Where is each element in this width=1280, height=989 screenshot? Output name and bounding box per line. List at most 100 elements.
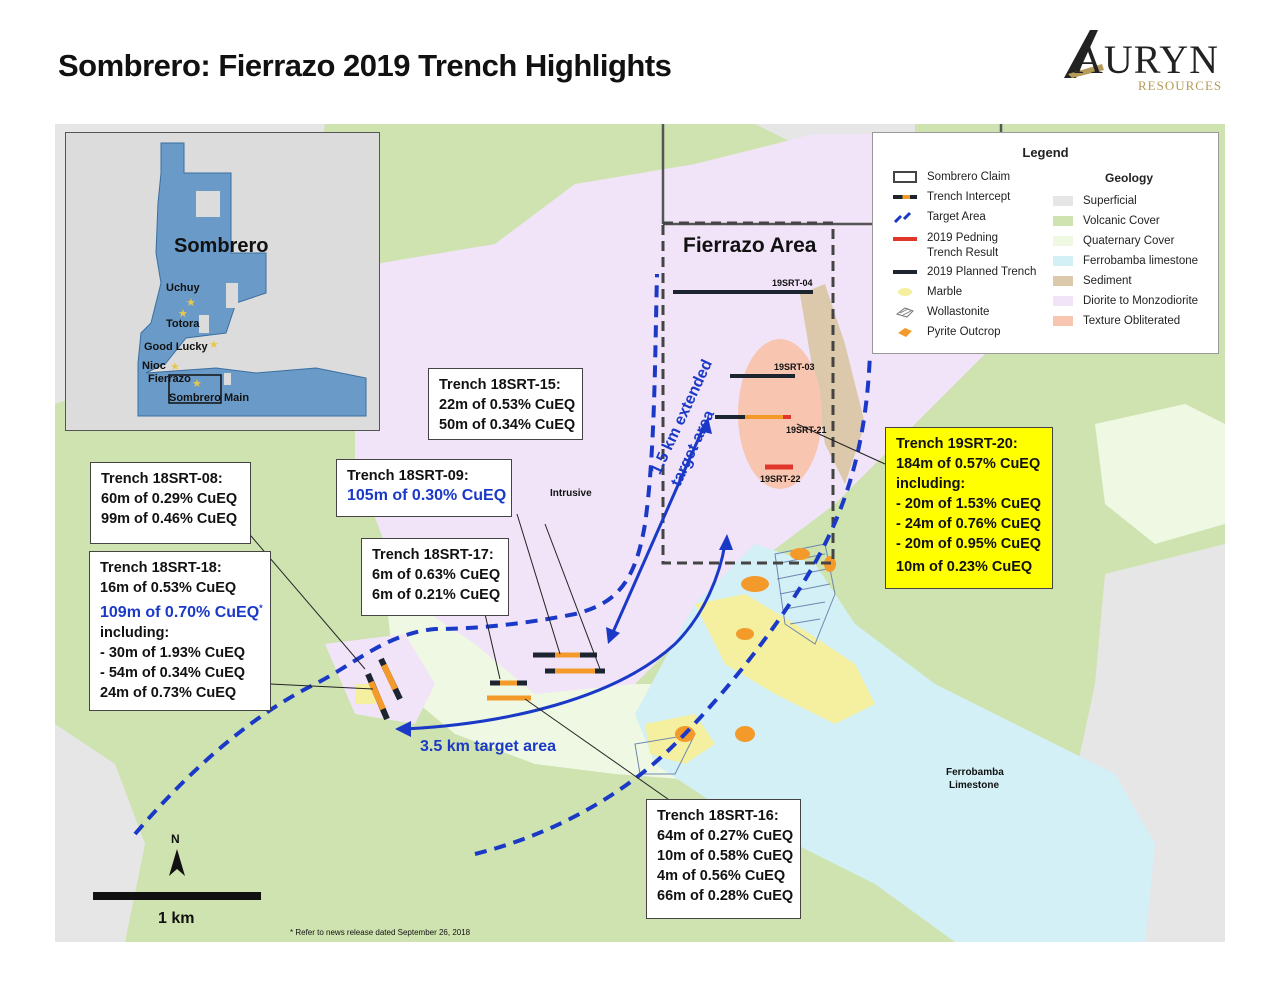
- geology-swatch: [1053, 276, 1073, 286]
- planned-swatch-icon: [893, 270, 917, 274]
- north-label: N: [171, 832, 180, 846]
- callout-line: 50m of 0.34% CuEQ: [439, 417, 576, 433]
- geology-swatch: [1053, 256, 1073, 266]
- geology-swatch: [1053, 236, 1073, 246]
- scale-bar: [93, 892, 261, 900]
- callout-line: 6m of 0.21% CuEQ: [372, 587, 501, 603]
- legend-label: 2019 Pedning: [927, 232, 998, 244]
- callout-line: including:: [100, 624, 170, 641]
- legend-item: Target Area: [893, 211, 986, 223]
- callout-line: - 54m of 0.34% CuEQ: [100, 664, 246, 681]
- trench-label: 19SRT-22: [760, 474, 801, 484]
- geology-title: Geology: [1105, 171, 1154, 185]
- geology-item: Sediment: [1053, 275, 1132, 287]
- callout-highlight: 109m of 0.70% CuEQ: [100, 603, 260, 621]
- legend-item: Marble: [893, 286, 962, 298]
- callout-line: 66m of 0.28% CuEQ: [657, 888, 794, 904]
- pyrite-outcrop: [741, 576, 769, 592]
- geology-item: Superficial: [1053, 195, 1137, 207]
- geology-item: Quaternary Cover: [1053, 235, 1174, 247]
- geology-swatch: [1053, 216, 1073, 226]
- callout-18srt-16: Trench 18SRT-16: 64m of 0.27% CuEQ 10m o…: [646, 799, 801, 919]
- intrusive-label: Intrusive: [550, 488, 592, 499]
- legend-label: Trench Result: [927, 247, 999, 259]
- star-icon: ★: [192, 378, 202, 390]
- callout-line: 184m of 0.57% CuEQ: [896, 456, 1041, 472]
- star-icon: ★: [186, 297, 196, 309]
- diorite-area: [355, 134, 1015, 694]
- callout-18srt-17: Trench 18SRT-17: 6m of 0.63% CuEQ 6m of …: [361, 538, 509, 616]
- pending-swatch-icon: [893, 237, 917, 241]
- limestone-label: Limestone: [949, 780, 1000, 791]
- logo-mark-icon: [1064, 30, 1104, 78]
- pyrite-outcrop: [736, 628, 754, 640]
- planned-trenches: [673, 290, 813, 378]
- callout-line: 64m of 0.27% CuEQ: [657, 828, 794, 844]
- legend-label: Trench Intercept: [927, 191, 1011, 203]
- callout-highlight: 105m of 0.30% CuEQ: [347, 487, 507, 504]
- geology-swatch: [1053, 196, 1073, 206]
- geology-label: Superficial: [1083, 195, 1137, 207]
- wollastonite-area: [634, 733, 696, 775]
- diorite-area: [325, 634, 435, 724]
- legend-label: Wollastonite: [927, 306, 990, 318]
- callout-line: 10m of 0.23% CuEQ: [896, 559, 1033, 575]
- location-inset-map: Sombrero Uchuy Totora Good Lucky Nioc Fi…: [65, 132, 380, 431]
- target-arrows: [404, 423, 727, 731]
- callout-title: Trench 18SRT-15:: [439, 377, 561, 393]
- star-icon: ★: [178, 308, 188, 320]
- pyrite-swatch-icon: [898, 328, 912, 337]
- callout-19srt-20: Trench 19SRT-20: 184m of 0.57% CuEQ incl…: [885, 427, 1053, 589]
- geology-item: Ferrobamba limestone: [1053, 255, 1198, 267]
- arrow-head-icon: [395, 721, 411, 737]
- pyrite-outcrop: [735, 726, 755, 742]
- trench-label: 19SRT-03: [774, 362, 815, 372]
- place-label: Totora: [166, 318, 200, 330]
- callout-line: 99m of 0.46% CuEQ: [101, 511, 238, 527]
- marble-swatch-icon: [898, 288, 912, 296]
- arrow-head-icon: [699, 417, 712, 434]
- marble-area: [695, 594, 875, 724]
- pyrite-outcrop: [790, 548, 810, 560]
- geology-item: Texture Obliterated: [1053, 315, 1180, 327]
- callout-line: - 30m of 1.93% CuEQ: [100, 644, 246, 661]
- place-label: Sombrero Main: [169, 392, 250, 404]
- logo-text: AURYN: [1074, 37, 1220, 82]
- ferrobamba-label: Ferrobamba: [946, 767, 1004, 778]
- target-35-label: 3.5 km target area: [420, 738, 557, 755]
- legend-item: 2019 Planned Trench: [893, 266, 1036, 278]
- claim-outline-map: [137, 142, 367, 417]
- trench-intercepts: [365, 652, 605, 721]
- trench-intercept-swatch-icon: [893, 195, 917, 199]
- inset-highlight-box: [168, 374, 222, 404]
- legend-title: Legend: [1022, 145, 1069, 160]
- legend-item: Wollastonite: [893, 306, 989, 318]
- arrow-head-icon: [606, 627, 620, 644]
- geology-swatch: [1053, 296, 1073, 306]
- geology-item: Volcanic Cover: [1053, 215, 1160, 227]
- superficial-area: [55, 724, 145, 942]
- callout-line: - 24m of 0.76% CuEQ: [896, 516, 1042, 532]
- geology-label: Texture Obliterated: [1083, 315, 1181, 327]
- callout-line: 24m of 0.73% CuEQ: [100, 684, 237, 701]
- trench-label: 19SRT-21: [786, 425, 827, 435]
- logo-subtext: RESOURCES: [1138, 78, 1223, 93]
- geology-label: Ferrobamba limestone: [1083, 255, 1199, 267]
- callout-line: including:: [896, 476, 966, 492]
- callout-line: 60m of 0.29% CuEQ: [101, 491, 238, 507]
- callout-line: 6m of 0.63% CuEQ: [372, 567, 501, 583]
- geology-label: Diorite to Monzodiorite: [1083, 295, 1199, 307]
- footnote: * Refer to news release dated September …: [290, 928, 471, 937]
- place-label: Uchuy: [166, 282, 200, 294]
- legend-item: Sombrero Claim: [893, 171, 1010, 183]
- callout-title: Trench 18SRT-08:: [101, 471, 223, 487]
- place-label: Nioc: [142, 360, 166, 372]
- callout-line: 4m of 0.56% CuEQ: [657, 868, 786, 884]
- map-legend: Legend Sombrero Claim Trench Intercept T…: [872, 132, 1219, 354]
- place-label: Good Lucky: [144, 341, 208, 353]
- callout-title: Trench 18SRT-18:: [100, 560, 222, 576]
- callout-line: - 20m of 1.53% CuEQ: [896, 496, 1042, 512]
- callout-title: Trench 18SRT-17:: [372, 547, 494, 563]
- geology-label: Volcanic Cover: [1083, 215, 1160, 227]
